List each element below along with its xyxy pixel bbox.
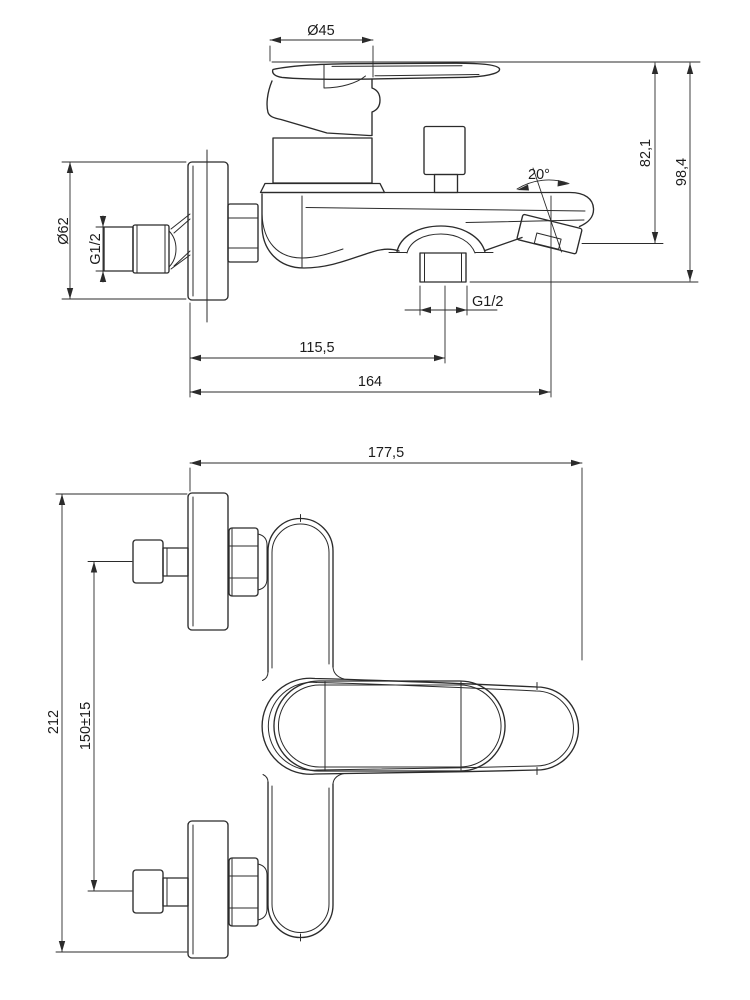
dim-wall-to-tip: 164 <box>358 374 382 390</box>
dim-total-width: 177,5 <box>368 445 404 461</box>
handle-body <box>266 78 381 137</box>
shower-outlet-thread <box>419 252 467 283</box>
diverter-knob <box>423 125 466 176</box>
wall-flange-side <box>187 161 229 301</box>
eccentric-pipe <box>170 213 191 270</box>
dim-spout-angle: 20° <box>528 167 550 183</box>
tangent-ticks <box>300 514 538 942</box>
inlet-nut-bottom <box>228 857 259 927</box>
body-hub-top <box>257 533 268 591</box>
dim-spout-height: 82,1 <box>638 139 654 167</box>
shower-outlet-dome <box>396 225 486 253</box>
dim-wall-to-shower: 115,5 <box>299 340 334 356</box>
spout-front <box>261 677 580 775</box>
neck-flare <box>259 182 386 194</box>
dim-shower-thread: G1/2 <box>472 294 503 310</box>
aerator-tip <box>516 213 583 255</box>
front-view-dimensions <box>55 459 583 953</box>
dim-overall-height: 212 <box>46 710 62 734</box>
side-view: Ø45 82,1 98,4 Ø62 G1/2 20° G1/2 115,5 16… <box>56 23 701 398</box>
front-view-object <box>132 492 580 959</box>
eccentric-union-top-front <box>132 539 164 584</box>
body-hub-bottom <box>257 863 268 921</box>
mounting-nut-side <box>227 203 259 263</box>
angle-leader-lines <box>532 167 562 253</box>
dim-total-height: 98,4 <box>674 158 690 186</box>
body-elbow <box>261 193 400 269</box>
wall-flange-bottom-front <box>187 820 229 959</box>
dim-handle-diameter: Ø45 <box>307 23 334 39</box>
dim-inlet-spacing: 150±15 <box>78 702 94 750</box>
handle-lever <box>271 62 501 80</box>
dim-flange-diameter: Ø62 <box>56 217 72 244</box>
spout-tube <box>261 191 595 228</box>
handle-front <box>273 680 506 772</box>
inlet-nut-top <box>228 527 259 597</box>
body-column-lower <box>267 781 334 939</box>
cartridge-neck <box>272 137 373 184</box>
dim-inlet-thread: G1/2 <box>88 233 104 264</box>
body-column-upper <box>267 517 334 673</box>
wall-flange-top-front <box>187 492 229 631</box>
eccentric-union-side <box>103 226 134 272</box>
side-view-dimensions <box>61 36 701 398</box>
side-view-object <box>103 62 595 323</box>
front-view: 177,5 212 150±15 <box>46 445 583 959</box>
eccentric-union-bottom-front <box>132 869 164 914</box>
